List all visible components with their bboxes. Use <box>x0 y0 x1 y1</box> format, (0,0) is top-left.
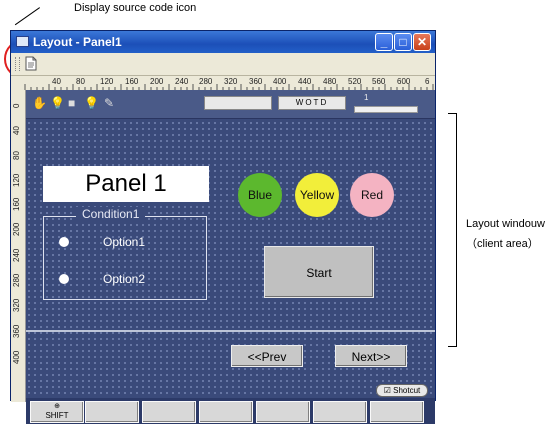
soft-key[interactable] <box>313 401 367 423</box>
shortcut-label: Shotcut <box>393 386 421 395</box>
maximize-button[interactable]: □ <box>394 33 412 51</box>
ruler-top-label: 280 <box>199 77 213 86</box>
ruler-top-label: 600 <box>397 77 411 86</box>
display-source-code-button[interactable] <box>22 55 39 72</box>
checkbox-icon: ☑ <box>383 386 391 395</box>
ruler-top-label: 160 <box>125 77 139 86</box>
toolbar <box>11 53 435 76</box>
soft-key[interactable] <box>85 401 139 423</box>
ruler-top-label: 40 <box>52 77 61 86</box>
ruler-left-label: 360 <box>12 324 21 338</box>
next-button[interactable]: Next>> <box>335 345 407 367</box>
ruler-left-label: 400 <box>12 350 21 364</box>
soft-key[interactable] <box>256 401 310 423</box>
ruler-top-label: 6 <box>425 77 430 86</box>
option1-radio[interactable] <box>59 237 69 247</box>
ruler-top-label: 240 <box>175 77 189 86</box>
ruler-top: 40 80 120 160 200 240 280 320 360 400 44… <box>11 76 435 91</box>
option2-radio[interactable] <box>59 274 69 284</box>
ruler-top-label: 440 <box>298 77 312 86</box>
title-bar[interactable]: Layout - Panel1 _ □ ✕ <box>11 31 435 53</box>
level-readout: 1 <box>364 93 369 102</box>
stop-icon[interactable]: ■ <box>68 96 76 110</box>
level-bar <box>354 106 418 113</box>
soft-key[interactable] <box>142 401 196 423</box>
yellow-button[interactable]: Yellow <box>295 173 339 217</box>
pen-icon[interactable]: ✎ <box>104 96 115 110</box>
ruler-left-label: 0 <box>12 103 21 108</box>
close-button[interactable]: ✕ <box>413 33 431 51</box>
layout-client-area[interactable]: ✋ 💡 ■ 💡 ✎ WOTD 1 Panel 1 Condition1 Opti… <box>26 90 435 424</box>
red-button[interactable]: Red <box>350 173 394 217</box>
layout-window: Layout - Panel1 _ □ ✕ 40 80 120 160 200 … <box>10 30 436 424</box>
ruler-left-label: 200 <box>12 222 21 236</box>
toolbar-grip[interactable] <box>15 57 20 71</box>
source-code-icon <box>25 56 37 71</box>
hand-icon[interactable]: ✋ <box>32 96 47 110</box>
caption-line1: Layout windouw <box>466 218 545 230</box>
condition-label: Condition1 <box>76 207 146 221</box>
blank-button[interactable] <box>204 96 272 110</box>
caption-line2: （client area） <box>466 238 539 250</box>
shift-label: SHIFT <box>45 411 69 420</box>
ruler-left-label: 280 <box>12 273 21 287</box>
soft-key[interactable] <box>199 401 253 423</box>
soft-key[interactable] <box>370 401 424 423</box>
option2-label[interactable]: Option2 <box>103 272 146 286</box>
prev-button[interactable]: <<Prev <box>231 345 303 367</box>
bulb-icon[interactable]: 💡 <box>50 96 65 110</box>
shortcut-toggle[interactable]: ☑ Shotcut <box>376 384 428 397</box>
ruler-top-label: 80 <box>76 77 85 86</box>
ruler-top-label: 320 <box>224 77 238 86</box>
ruler-top-label: 120 <box>100 77 114 86</box>
control-bar: ✋ 💡 ■ 💡 ✎ WOTD 1 <box>26 90 435 119</box>
ruler-left-label: 80 <box>12 151 21 160</box>
wotd-button[interactable]: WOTD <box>278 96 346 110</box>
ruler-top-label: 200 <box>150 77 164 86</box>
client-area-caption: Layout windouw （client area） <box>466 214 545 254</box>
ruler-top-label: 400 <box>273 77 287 86</box>
ruler-top-label: 560 <box>372 77 386 86</box>
ruler-top-label: 520 <box>348 77 362 86</box>
ruler-left: 0 40 80 120 160 200 240 280 320 360 400 <box>11 90 26 402</box>
ruler-left-label: 120 <box>12 173 21 187</box>
lamp-icon[interactable]: 💡 <box>84 96 99 110</box>
shift-icon: ⊕ <box>54 403 60 410</box>
condition-groupbox <box>43 216 207 300</box>
panel-title: Panel 1 <box>43 166 209 202</box>
panel-divider <box>26 330 435 332</box>
minimize-button[interactable]: _ <box>375 33 393 51</box>
window-icon <box>16 36 29 47</box>
shift-key[interactable]: ⊕ SHIFT <box>30 401 84 423</box>
ruler-left-label: 320 <box>12 298 21 312</box>
ruler-top-label: 480 <box>323 77 337 86</box>
ruler-top-ticks <box>24 84 434 90</box>
ruler-left-label: 160 <box>12 197 21 211</box>
callout-label: Display source code icon <box>74 2 197 14</box>
ruler-top-label: 360 <box>249 77 263 86</box>
blue-button[interactable]: Blue <box>238 173 282 217</box>
client-area-bracket <box>448 113 457 347</box>
ruler-left-label: 240 <box>12 248 21 262</box>
option1-label[interactable]: Option1 <box>103 235 146 249</box>
ruler-left-label: 40 <box>12 126 21 135</box>
start-button[interactable]: Start <box>264 246 374 298</box>
callout-leader-line <box>14 7 40 26</box>
window-title: Layout - Panel1 <box>33 35 122 49</box>
